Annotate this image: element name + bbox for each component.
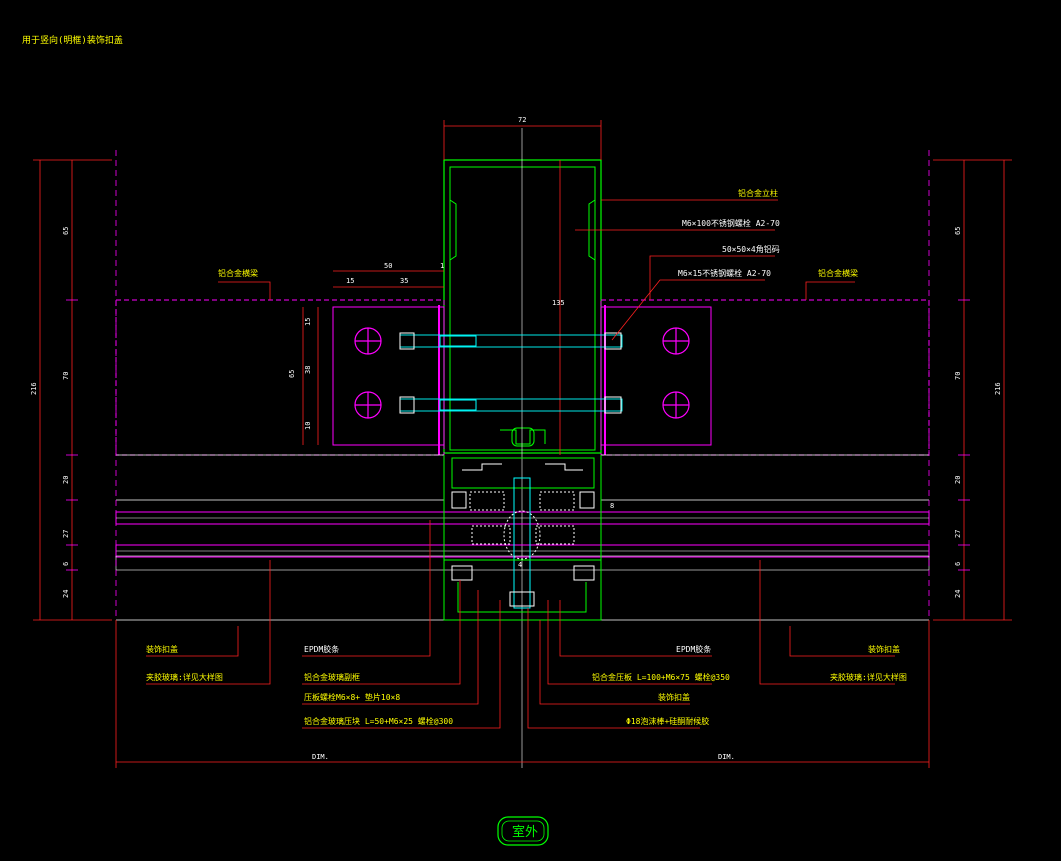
dim-bracket-4: 10 bbox=[304, 422, 312, 430]
dimension-lines bbox=[33, 120, 1012, 768]
dim-overall-left: 216 bbox=[30, 382, 38, 395]
callout-br-foam: Φ18泡沫棒+硅酮耐候胶 bbox=[626, 716, 709, 726]
dim-center-135: 135 bbox=[552, 299, 565, 307]
dim-left-v-3: 20 bbox=[62, 476, 70, 484]
callout-bl-bolt: 压板螺栓M6×8+ 垫片10×8 bbox=[304, 692, 400, 702]
callout-bl-block: 铝合金玻璃压块 L=50+M6×25 螺栓@300 bbox=[304, 716, 453, 726]
glass-subframe bbox=[443, 455, 602, 620]
dim-right-v-4: 27 bbox=[954, 530, 962, 538]
callout-br-cap2: 装饰扣盖 bbox=[658, 692, 690, 702]
angle-bracket-left bbox=[332, 306, 445, 446]
dim-left-v-5: 6 bbox=[62, 562, 70, 566]
callout-br-cap: 装饰扣盖 bbox=[868, 644, 900, 654]
dim-right-v-5: 6 bbox=[954, 562, 962, 566]
callout-bl-epdm: EPDM胶条 bbox=[304, 644, 339, 654]
dim-small-8: 8 bbox=[610, 502, 614, 510]
dim-left-50: 50 bbox=[384, 262, 392, 270]
panel-boundary-lines bbox=[116, 454, 929, 621]
dim-left-35: 35 bbox=[400, 277, 408, 285]
through-bolt-upper bbox=[399, 332, 623, 350]
callout-bolt-100: M6×100不锈钢螺栓 A2-70 bbox=[682, 218, 780, 228]
pressure-plate bbox=[443, 559, 602, 621]
gridline-dashed bbox=[115, 150, 930, 620]
dim-top-width: 72 bbox=[518, 116, 526, 124]
callout-br-plate: 铝合金压板 L=100+M6×75 螺栓@350 bbox=[592, 672, 730, 682]
dim-bottom-right: DIM. bbox=[718, 753, 735, 761]
dim-left-1: 1 bbox=[440, 262, 444, 270]
leader-lines bbox=[146, 199, 895, 729]
transom-right bbox=[600, 299, 930, 456]
callout-bolt-15: M6×15不锈钢螺栓 A2-70 bbox=[678, 268, 771, 278]
dim-right-v-3: 20 bbox=[954, 476, 962, 484]
callout-br-glass: 夹胶玻璃:详见大样图 bbox=[830, 672, 907, 682]
callout-transom-right: 铝合金横梁 bbox=[818, 268, 858, 278]
transom-left bbox=[115, 299, 445, 456]
aluminum-mullion bbox=[443, 159, 602, 454]
callout-bl-glass: 夹胶玻璃:详见大样图 bbox=[146, 672, 223, 682]
bolt-hole-symbols bbox=[354, 327, 690, 419]
dim-bottom-left: DIM. bbox=[312, 753, 329, 761]
through-bolt-lower bbox=[399, 396, 623, 414]
dim-bracket-1: 15 bbox=[304, 318, 312, 326]
dim-overall-right: 216 bbox=[994, 382, 1002, 395]
dim-left-v-1: 65 bbox=[62, 227, 70, 235]
dim-bracket-3: 38 bbox=[304, 366, 312, 374]
outdoor-label: 室外 bbox=[497, 816, 549, 846]
callout-transom-left: 铝合金横梁 bbox=[218, 268, 258, 278]
dimension-ticks bbox=[66, 299, 970, 571]
dim-left-v-6: 24 bbox=[62, 590, 70, 598]
outdoor-label-text: 室外 bbox=[512, 824, 538, 840]
dim-right-v-1: 65 bbox=[954, 227, 962, 235]
callout-bl-cap: 装饰扣盖 bbox=[146, 644, 178, 654]
drawing-title: 用于竖向(明框)装饰扣盖 bbox=[22, 34, 123, 46]
dim-right-v-6: 24 bbox=[954, 590, 962, 598]
callout-bl-subframe: 铝合金玻璃副框 bbox=[304, 672, 360, 682]
callout-br-epdm: EPDM胶条 bbox=[676, 644, 711, 654]
laminated-glass bbox=[115, 511, 930, 571]
dim-bracket-2: 65 bbox=[288, 370, 296, 378]
dim-left-15: 15 bbox=[346, 277, 354, 285]
dim-right-v-2: 70 bbox=[954, 372, 962, 380]
dim-left-v-4: 27 bbox=[62, 530, 70, 538]
dim-left-v-2: 70 bbox=[62, 372, 70, 380]
dim-small-4: 4 bbox=[518, 561, 522, 569]
callout-angle-bracket: 50×50×4角铝码 bbox=[722, 244, 780, 254]
callout-mullion: 铝合金立柱 bbox=[738, 188, 778, 198]
angle-bracket-right bbox=[600, 306, 712, 446]
